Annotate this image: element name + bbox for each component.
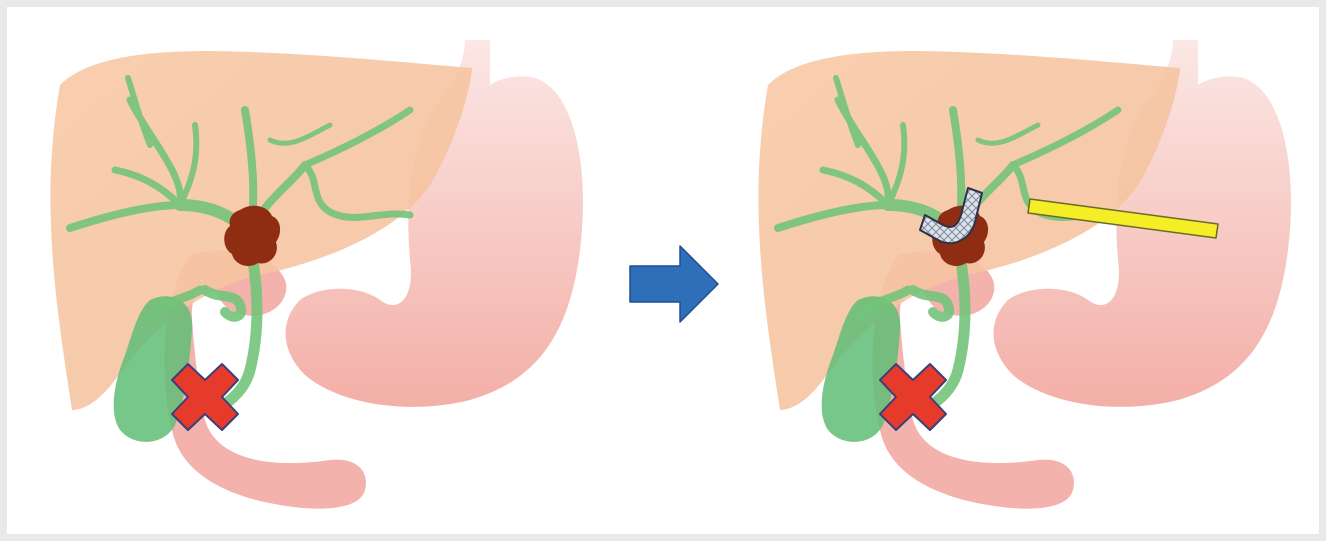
transition-arrow-icon: [630, 246, 718, 322]
panel-after: [758, 40, 1291, 509]
panel-before: [50, 40, 583, 509]
